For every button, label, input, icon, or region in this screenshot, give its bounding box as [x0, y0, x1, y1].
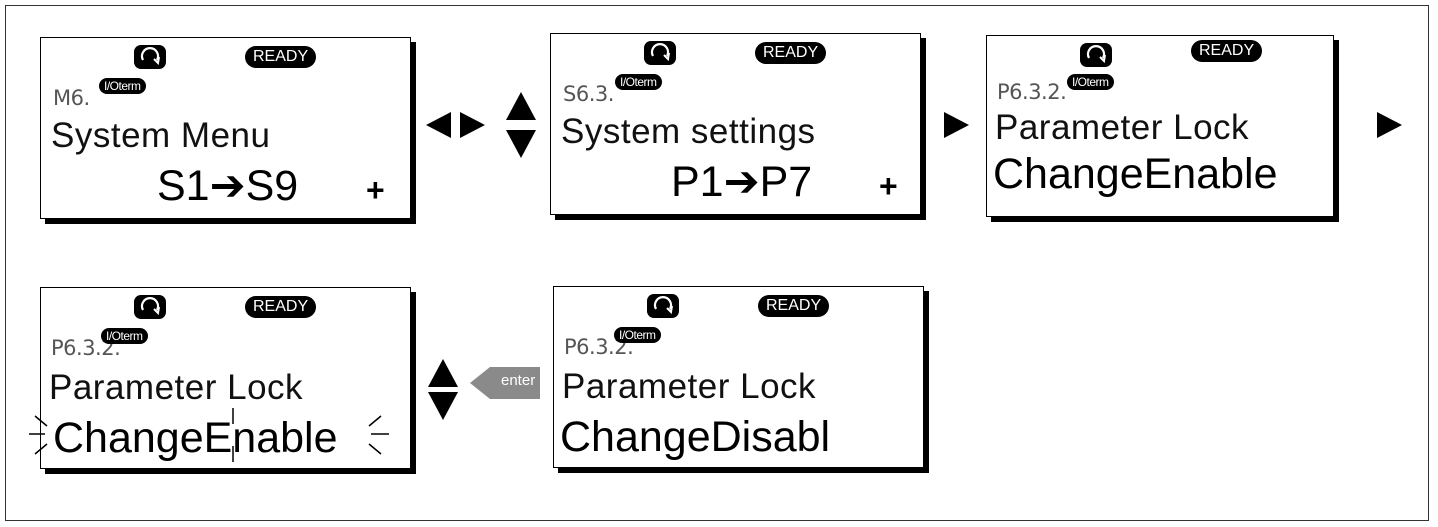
keypad-display-system-settings: READY S6.3. I/Oterm System settings P1➔P…	[550, 33, 921, 215]
diagram-frame	[5, 5, 1429, 521]
keypad-display-parameter-edit: READY P6.3.2. I/Oterm Parameter Lock Cha…	[29, 287, 411, 469]
ioterm-indicator: I/Oterm	[1067, 74, 1114, 90]
parameter-value: ChangeEnable	[993, 150, 1278, 198]
ready-indicator: READY	[245, 46, 317, 68]
arrow-right-icon	[460, 112, 485, 138]
parameter-value: ChangeDisabl	[560, 413, 831, 461]
parameter-value-blinking: ChangeEnable	[53, 414, 338, 462]
ioterm-indicator: I/Oterm	[615, 74, 662, 90]
parameter-title: Parameter Lock	[49, 368, 304, 407]
ioterm-indicator: I/Oterm	[99, 78, 146, 94]
menu-value: P1➔P7	[671, 158, 813, 206]
submenu-plus-icon: +	[366, 172, 385, 208]
keypad-display-parameter-lock: READY P6.3.2. I/Oterm Parameter Lock Cha…	[986, 35, 1334, 217]
menu-value: S1➔S9	[157, 162, 299, 210]
ready-indicator: READY	[1191, 40, 1263, 62]
ready-indicator: READY	[755, 42, 827, 64]
menu-title: System settings	[561, 112, 816, 151]
enter-key-icon	[470, 367, 540, 399]
ioterm-indicator: I/Oterm	[101, 328, 148, 344]
arrow-down-icon	[428, 392, 458, 420]
rotation-direction-icon	[647, 294, 679, 318]
arrow-up-icon	[428, 359, 458, 387]
arrow-left-icon	[426, 112, 451, 138]
rotation-direction-icon	[134, 45, 166, 69]
menu-title: System Menu	[51, 116, 271, 155]
menu-code: M6.	[53, 86, 90, 110]
menu-code: P6.3.2.	[997, 80, 1067, 104]
keypad-display-system-menu: READY M6. I/Oterm System Menu S1➔S9 +	[40, 37, 411, 219]
menu-code: S6.3.	[563, 82, 614, 106]
rotation-direction-icon	[644, 41, 676, 65]
enter-key-label: enter	[501, 372, 536, 389]
submenu-plus-icon: +	[879, 168, 898, 204]
ioterm-indicator: I/Oterm	[614, 327, 661, 343]
arrow-up-icon	[506, 92, 536, 120]
arrow-right-icon	[1377, 112, 1402, 138]
keypad-display-parameter-disabled: READY P6.3.2. I/Oterm Parameter Lock Cha…	[553, 286, 924, 468]
parameter-title: Parameter Lock	[995, 108, 1250, 147]
ready-indicator: READY	[245, 296, 317, 318]
parameter-title: Parameter Lock	[562, 367, 817, 406]
arrow-down-icon	[506, 130, 536, 158]
blinking-indicator-icon	[29, 408, 389, 462]
arrow-right-icon	[944, 112, 969, 138]
ready-indicator: READY	[758, 295, 830, 317]
rotation-direction-icon	[1080, 43, 1112, 67]
rotation-direction-icon	[134, 295, 166, 319]
